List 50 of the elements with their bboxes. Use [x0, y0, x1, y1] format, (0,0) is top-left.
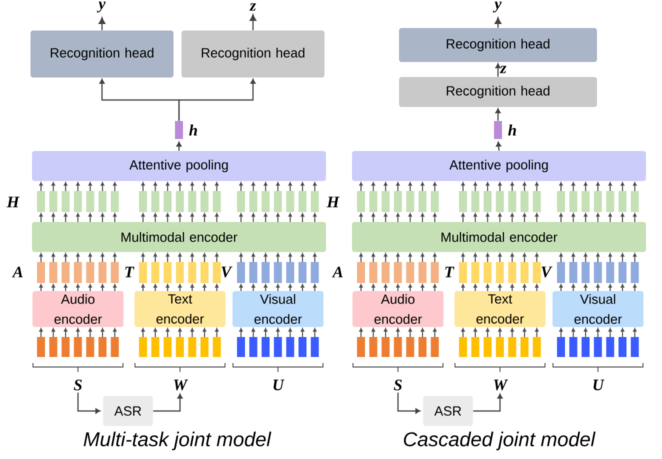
arrow [176, 142, 182, 151]
arrow [473, 394, 503, 412]
arrow [496, 142, 502, 151]
variable-label: T [445, 266, 454, 278]
output-variable: y [96, 2, 106, 12]
attentive-pooling-box: Attentive pooling [32, 151, 326, 181]
text-encoder-box: Text encoder [454, 291, 546, 327]
input-variable: S [394, 380, 402, 390]
arrow [495, 63, 501, 77]
recognition-head-box: Recognition head [182, 30, 324, 78]
asr-box: ASR [423, 396, 473, 426]
recognition-head-box: Recognition head [30, 30, 174, 78]
arrow [153, 394, 183, 412]
text-encoder-box: Text encoder [134, 291, 226, 327]
output-variable: y [492, 2, 502, 12]
caption: Cascaded joint model [404, 432, 596, 450]
arrow [495, 108, 501, 121]
variable-label: h [508, 124, 516, 136]
input-variable: W [174, 380, 188, 390]
variable-label: A [332, 266, 343, 278]
arrow [98, 17, 106, 30]
variable-label: A [12, 266, 23, 278]
visual-encoder-box: Visual encoder [552, 291, 644, 327]
output-variable: z [249, 3, 256, 11]
input-variable: S [74, 380, 82, 390]
variable-label: V [222, 266, 232, 278]
multimodal-encoder-box: Multimodal encoder [352, 222, 646, 252]
arrow [250, 14, 256, 30]
asr-box: ASR [103, 396, 153, 426]
recognition-head-box: Recognition head [399, 28, 597, 62]
arrow [494, 17, 502, 28]
audio-encoder-box: Audio encoder [32, 291, 124, 327]
audio-encoder-box: Audio encoder [352, 291, 444, 327]
input-variable: W [494, 380, 508, 390]
edge-label: z [500, 66, 506, 74]
variable-label: H [326, 196, 340, 208]
caption: Multi-task joint model [84, 432, 272, 450]
multimodal-encoder-box: Multimodal encoder [32, 222, 326, 252]
visual-encoder-box: Visual encoder [232, 291, 324, 327]
input-variable: U [594, 380, 604, 390]
attentive-pooling-box: Attentive pooling [352, 151, 646, 181]
input-variable: U [274, 380, 284, 390]
arrow [77, 392, 100, 414]
variable-label: h [189, 124, 197, 136]
variable-label: V [542, 266, 552, 278]
arrow [178, 78, 256, 121]
arrow [397, 392, 420, 414]
recognition-head-box: Recognition head [399, 77, 597, 107]
variable-label: H [6, 196, 20, 208]
variable-label: T [125, 266, 134, 278]
